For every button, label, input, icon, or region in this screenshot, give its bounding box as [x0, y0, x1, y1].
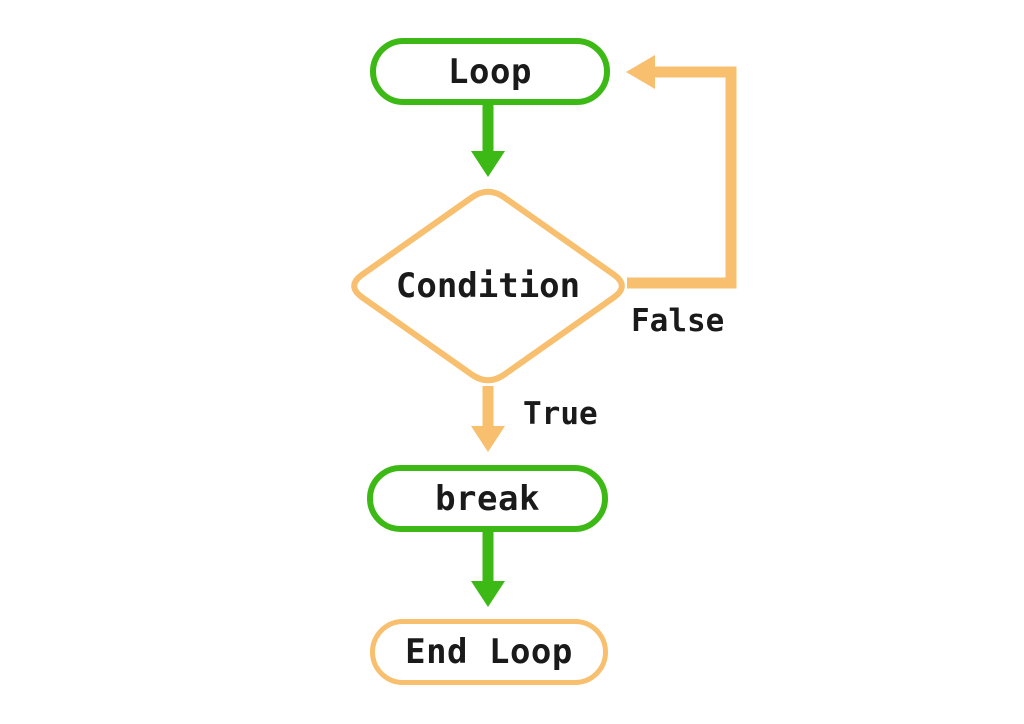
edge-label-true: True	[523, 396, 598, 432]
end-loop-node-label: End Loop	[405, 632, 573, 672]
edge-label-false: False	[631, 303, 725, 339]
arrowhead-down-to-break-icon	[471, 426, 505, 452]
end-loop-node: End Loop	[370, 619, 608, 685]
loop-node: Loop	[370, 38, 610, 105]
condition-node-label: Condition	[395, 266, 581, 306]
arrowhead-down-to-endloop-icon	[471, 581, 505, 607]
arrowhead-down-to-condition-icon	[471, 151, 505, 177]
edge-condition-false-to-loop	[627, 66, 737, 289]
condition-node: Condition	[368, 266, 608, 306]
break-node-label: break	[435, 478, 540, 519]
condition-diamond-shape	[351, 188, 625, 384]
loop-node-label: Loop	[448, 51, 532, 92]
break-node: break	[367, 465, 608, 532]
arrowhead-left-into-loop-icon	[626, 55, 655, 89]
